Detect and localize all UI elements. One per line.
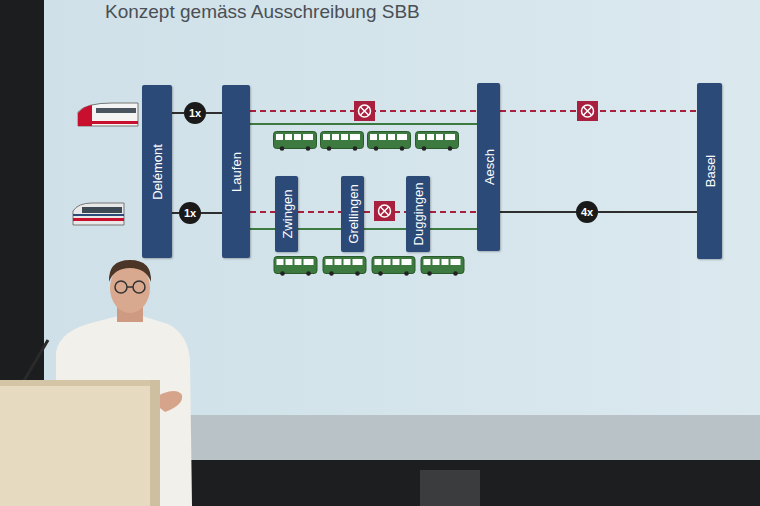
cancel-marker xyxy=(374,201,395,221)
station-bar: Laufen xyxy=(222,85,250,258)
bus-icon xyxy=(416,132,459,151)
bus-line xyxy=(364,228,406,230)
rail-line xyxy=(206,112,222,114)
station-bar: Zwingen xyxy=(275,176,298,252)
station-bar: Basel xyxy=(697,83,722,259)
cancel-marker xyxy=(577,101,598,121)
train-icon xyxy=(73,203,124,225)
cancelled-rail-line xyxy=(500,110,697,112)
rail-line xyxy=(500,211,576,213)
frequency-label: 1x xyxy=(184,207,196,219)
bus-icon xyxy=(421,257,464,276)
station-name: Zwingen xyxy=(279,189,294,238)
cancelled-rail-line xyxy=(430,211,477,213)
microphone xyxy=(22,340,48,384)
cancel-marker xyxy=(354,101,375,121)
bus-icon xyxy=(274,257,317,276)
station-name: Duggingen xyxy=(411,183,426,246)
station-bar: Duggingen xyxy=(406,176,430,252)
rail-line xyxy=(172,212,179,214)
station-name: Laufen xyxy=(229,152,244,192)
frequency-circle: 1x xyxy=(179,202,201,224)
bus-icon xyxy=(321,132,364,151)
station-bar: Grellingen xyxy=(341,176,364,252)
station-bar: Aesch xyxy=(477,83,500,251)
rail-line xyxy=(172,112,184,114)
slide-title: Konzept gemäss Ausschreibung SBB xyxy=(105,1,420,23)
frequency-label: 1x xyxy=(189,107,201,119)
bus-line xyxy=(430,228,477,230)
cancelled-rail-line xyxy=(250,211,275,213)
station-name: Grellingen xyxy=(345,184,360,243)
train-icon xyxy=(78,103,138,126)
station-bar: Delémont xyxy=(142,85,172,258)
bus-icon xyxy=(274,132,317,151)
frequency-circle: 1x xyxy=(184,102,206,124)
station-name: Delémont xyxy=(150,144,165,200)
bus-icon xyxy=(372,257,415,276)
bus-line xyxy=(250,123,477,125)
rail-line xyxy=(201,212,222,214)
frequency-circle: 4x xyxy=(576,201,598,223)
rail-line xyxy=(598,211,697,213)
bus-line xyxy=(298,228,341,230)
bus-icon xyxy=(368,132,411,151)
cancelled-rail-line xyxy=(298,211,341,213)
bus-icon xyxy=(323,257,366,276)
station-name: Aesch xyxy=(481,149,496,185)
bus-line xyxy=(250,228,275,230)
frequency-label: 4x xyxy=(581,206,593,218)
station-name: Basel xyxy=(702,155,717,188)
lectern xyxy=(0,380,160,506)
